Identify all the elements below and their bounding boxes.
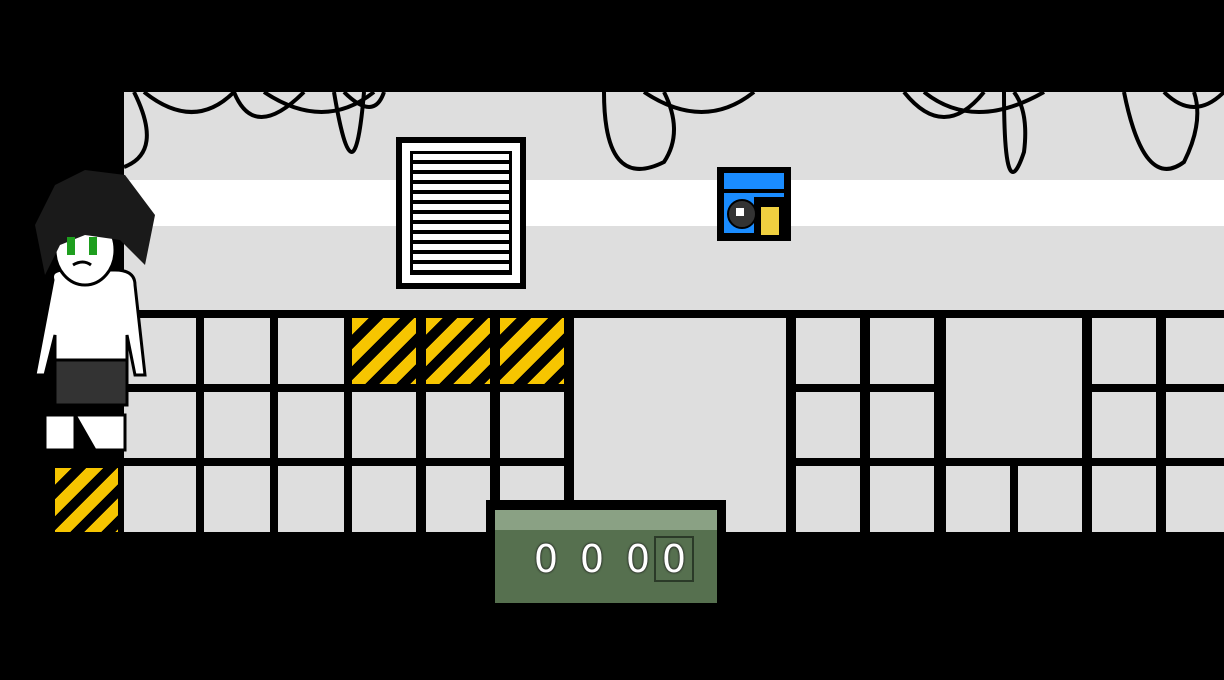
code-digit-4-selected[interactable]: 0 <box>654 536 694 582</box>
floor-tile <box>946 466 1010 532</box>
floor-tile <box>426 466 490 532</box>
floor-tile <box>500 392 564 458</box>
floor-tile <box>204 392 270 458</box>
player-character <box>33 170 155 452</box>
floor-tile <box>1092 392 1156 458</box>
floor-tile <box>352 392 416 458</box>
code-digit-3[interactable]: 0 <box>625 537 651 581</box>
floor-tile <box>426 392 490 458</box>
floor-tile <box>1166 392 1224 458</box>
floor-tile <box>796 318 860 384</box>
floor-tile <box>870 318 934 384</box>
ceiling-cables <box>124 92 1224 174</box>
floor-tile <box>1092 318 1156 384</box>
wall-device-icon[interactable] <box>717 167 791 241</box>
floor-tile <box>278 466 344 532</box>
floor-tile <box>204 466 270 532</box>
floor-tile <box>1018 466 1082 532</box>
floor-tile <box>946 318 1082 458</box>
floor-tile <box>124 392 196 458</box>
floor-tile <box>870 466 934 532</box>
floor-tile <box>796 466 860 532</box>
floor-tile <box>352 466 416 532</box>
hazard-tile <box>352 318 416 384</box>
code-digit-1[interactable]: 0 <box>533 537 559 581</box>
code-digit-2[interactable]: 0 <box>579 537 605 581</box>
floor-tile <box>278 392 344 458</box>
floor-tile <box>1166 318 1224 384</box>
hazard-tile <box>500 318 564 384</box>
floor-tile <box>204 318 270 384</box>
floor-tile <box>278 318 344 384</box>
floor-tile <box>1166 466 1224 532</box>
floor-tile <box>796 392 860 458</box>
wall-vent <box>396 137 526 289</box>
hazard-tile <box>426 318 490 384</box>
floor-tile <box>1092 466 1156 532</box>
floor-tile <box>870 392 934 458</box>
floor-tile <box>124 466 196 532</box>
code-lock-panel[interactable]: 0 0 0 0 <box>486 500 726 606</box>
wall-stripe <box>124 180 1224 226</box>
hazard-block <box>55 468 118 532</box>
